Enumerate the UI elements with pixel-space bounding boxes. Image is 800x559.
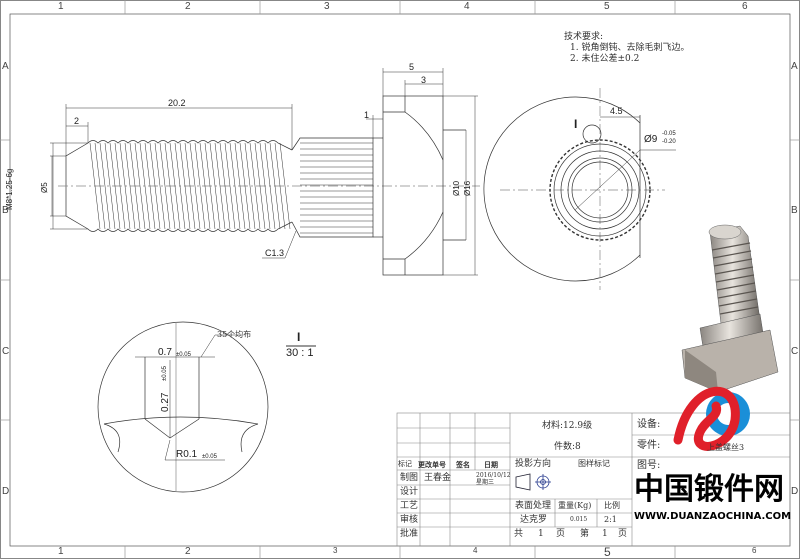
detail-note: 35个均布 bbox=[217, 330, 252, 339]
dim-flange-width: 3 bbox=[421, 75, 427, 85]
page-current: 1 bbox=[602, 529, 608, 539]
dim-tooth-depth: 0.27 bbox=[160, 392, 171, 412]
detail-marker-label: I bbox=[574, 117, 578, 131]
detail-view-scale: 30 : 1 bbox=[286, 347, 314, 359]
column-label: 5 bbox=[604, 1, 610, 12]
dim-thread-length: 20.2 bbox=[168, 98, 186, 108]
column-label: 2 bbox=[185, 546, 191, 557]
role-drafter: 制图 bbox=[400, 473, 419, 483]
dim-offset: 4.5 bbox=[610, 106, 623, 116]
row-label: A bbox=[791, 61, 798, 72]
page-current-suffix: 页 bbox=[618, 529, 628, 539]
header-mark: 标记 bbox=[398, 460, 412, 468]
knurl bbox=[291, 137, 383, 238]
dim-chamfer: C1.3 bbox=[265, 248, 285, 258]
dim-tip-diameter: Ø5 bbox=[40, 182, 49, 193]
header-date: 日期 bbox=[484, 460, 498, 469]
pages-total: 1 bbox=[538, 529, 544, 539]
column-label: 1 bbox=[58, 546, 64, 557]
watermark-url: WWW.DUANZAOCHINA.COM bbox=[634, 511, 792, 522]
detail-view bbox=[97, 321, 316, 493]
bolt-side-view bbox=[50, 68, 480, 276]
row-label: B bbox=[2, 205, 9, 216]
sample-mark-label: 图样标记 bbox=[578, 459, 610, 468]
thread bbox=[87, 140, 293, 232]
column-label: 3 bbox=[324, 1, 330, 12]
projection-symbol bbox=[515, 473, 551, 491]
surface-value: 达克罗 bbox=[520, 515, 548, 525]
surface-label: 表面处理 bbox=[515, 501, 552, 511]
header-signature: 签名 bbox=[456, 460, 470, 469]
tech-requirements-title: 技术要求: bbox=[564, 32, 604, 42]
role-process: 工艺 bbox=[400, 501, 419, 511]
part-label: 零件: bbox=[637, 440, 661, 451]
column-label: 2 bbox=[185, 1, 191, 12]
dim-knurl-diameter: Ø9 bbox=[644, 134, 658, 145]
watermark-name: 中国锻件网 bbox=[634, 472, 784, 507]
projection-label: 投影方向 bbox=[515, 459, 552, 469]
bolt-end-view bbox=[483, 88, 676, 290]
dimension-lines bbox=[50, 68, 478, 276]
drafter-name: 王春金 bbox=[424, 473, 452, 483]
dim-head-diameter: Ø16 bbox=[463, 180, 472, 196]
dim-tip-length: 2 bbox=[74, 116, 80, 126]
tech-requirement-item: 1. 锐角倒钝、去除毛刺飞边。 bbox=[570, 43, 690, 53]
knurl-ring bbox=[549, 139, 651, 241]
column-label: 4 bbox=[464, 1, 470, 12]
row-label: D bbox=[791, 486, 799, 497]
title-block-grid bbox=[396, 412, 791, 547]
bolt-head bbox=[382, 95, 466, 276]
dim-head-width: 5 bbox=[409, 62, 415, 72]
part-name: 上盖螺丝3 bbox=[707, 443, 745, 452]
draft-date: 2016/10/12 星期三 bbox=[476, 472, 511, 487]
scale-label: 比例 bbox=[604, 501, 620, 510]
header-change-no: 更改单号 bbox=[418, 460, 446, 469]
dim-hub-diameter: Ø10 bbox=[452, 180, 461, 196]
tol-lower: -0.20 bbox=[662, 139, 676, 145]
quantity: 件数:8 bbox=[554, 442, 581, 452]
scale-value: 2:1 bbox=[604, 515, 617, 524]
role-approve: 批准 bbox=[400, 529, 419, 539]
row-label: A bbox=[2, 61, 9, 72]
page-current-prefix: 第 bbox=[580, 529, 590, 539]
weight-value: 0.015 bbox=[570, 516, 588, 523]
dim-gap: 1 bbox=[364, 110, 370, 120]
row-label: C bbox=[791, 346, 799, 357]
row-label: B bbox=[791, 205, 798, 216]
weight-label: 重量(Kg) bbox=[558, 501, 592, 510]
column-label: 6 bbox=[752, 546, 757, 555]
tol-tooth-depth: ±0.05 bbox=[162, 366, 168, 381]
bolt-3d-render bbox=[681, 224, 779, 393]
dim-tooth-width: 0.7 bbox=[158, 347, 172, 358]
column-label: 3 bbox=[333, 546, 338, 555]
equipment-label: 设备: bbox=[637, 419, 661, 430]
detail-view-label: I bbox=[297, 330, 301, 344]
row-label: C bbox=[2, 346, 10, 357]
drawing-no-label: 图号: bbox=[637, 460, 661, 471]
column-label: 1 bbox=[58, 1, 64, 12]
row-label: D bbox=[2, 486, 10, 497]
dim-radius: R0.1 bbox=[176, 449, 198, 460]
detail-marker-circle bbox=[582, 124, 602, 144]
material: 材料:12.9级 bbox=[542, 421, 593, 431]
watermark-logo bbox=[673, 386, 750, 451]
pages-total-suffix: 页 bbox=[556, 529, 566, 539]
column-label: 4 bbox=[473, 546, 478, 555]
role-design: 设计 bbox=[400, 487, 419, 497]
tol-upper: -0.05 bbox=[662, 131, 676, 137]
tol-tooth-width: ±0.05 bbox=[176, 352, 191, 358]
column-label: 6 bbox=[742, 1, 748, 12]
column-label: 5 bbox=[604, 545, 611, 559]
tol-radius: ±0.05 bbox=[202, 454, 217, 460]
dim-thread-spec: M8*1.25-6g bbox=[5, 168, 14, 210]
pages-total-prefix: 共 bbox=[514, 529, 524, 539]
role-review: 审核 bbox=[400, 515, 419, 525]
tech-requirement-item: 2. 未住公差±0.2 bbox=[570, 54, 640, 64]
